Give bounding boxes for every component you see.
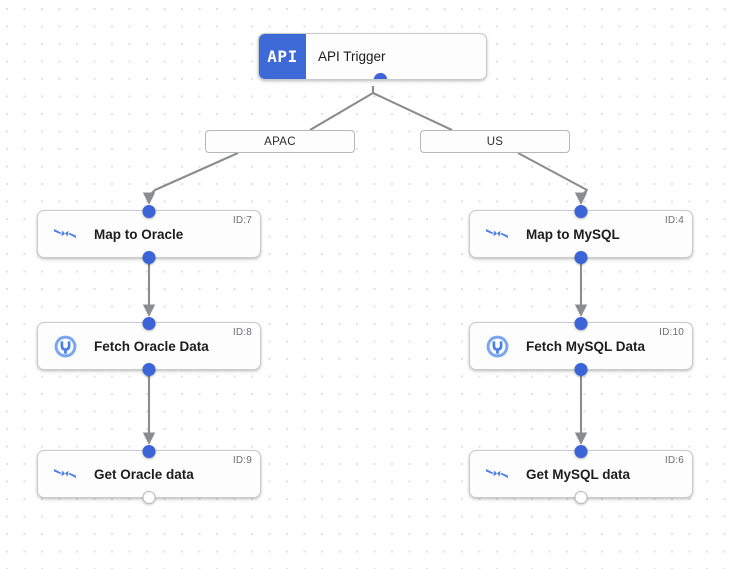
- merge-arrows-icon: [52, 221, 78, 247]
- port-out-get-mysql-data[interactable]: [574, 490, 588, 504]
- api-trigger-label: API Trigger: [318, 49, 386, 64]
- node-get-mysql-data[interactable]: Get MySQL data ID:6: [469, 444, 693, 504]
- node-get-oracle-data[interactable]: Get Oracle data ID:9: [37, 444, 261, 504]
- merge-arrows-icon: [484, 221, 510, 247]
- node-id-tag: ID:9: [232, 455, 252, 466]
- node-id-tag: ID:10: [659, 327, 684, 338]
- node-title: Get Oracle data: [94, 466, 194, 482]
- database-plug-icon: [52, 333, 78, 359]
- edge-apac-to-map-oracle: [142, 152, 239, 205]
- node-fetch-mysql-data[interactable]: Fetch MySQL Data ID:10: [469, 316, 693, 376]
- edge-trigger-to-us: [371, 86, 453, 131]
- node-id-tag: ID:7: [232, 215, 252, 226]
- port-out-map-to-mysql[interactable]: [574, 250, 588, 264]
- database-plug-icon: [484, 333, 510, 359]
- node-map-to-mysql[interactable]: Map to MySQL ID:4: [469, 204, 693, 264]
- port-in-get-mysql-data[interactable]: [574, 444, 588, 458]
- node-title: Fetch MySQL Data: [526, 338, 646, 354]
- merge-arrows-icon: [484, 461, 510, 487]
- api-badge-icon: API: [259, 34, 306, 79]
- port-in-get-oracle-data[interactable]: [142, 444, 156, 458]
- edge-us-to-map-mysql: [517, 152, 589, 205]
- port-in-fetch-mysql-data[interactable]: [574, 316, 588, 330]
- port-out-map-to-oracle[interactable]: [142, 250, 156, 264]
- node-title: Get MySQL data: [526, 466, 631, 482]
- port-out-fetch-oracle-data[interactable]: [142, 362, 156, 376]
- edge-trigger-to-apac: [309, 86, 375, 131]
- branch-label-us[interactable]: US: [420, 130, 570, 153]
- port-in-fetch-oracle-data[interactable]: [142, 316, 156, 330]
- port-out-fetch-mysql-data[interactable]: [574, 362, 588, 376]
- branch-label-apac-text: APAC: [264, 135, 296, 148]
- branch-label-us-text: US: [486, 135, 504, 148]
- port-out-api-trigger[interactable]: [374, 72, 387, 79]
- node-title: Map to Oracle: [94, 226, 184, 242]
- node-id-tag: ID:6: [664, 455, 684, 466]
- node-fetch-oracle-data[interactable]: Fetch Oracle Data ID:8: [37, 316, 261, 376]
- port-in-map-to-oracle[interactable]: [142, 204, 156, 218]
- node-id-tag: ID:8: [232, 327, 252, 338]
- node-id-tag: ID:4: [664, 215, 684, 226]
- node-title: Fetch Oracle Data: [94, 338, 209, 354]
- node-map-to-oracle[interactable]: Map to Oracle ID:7: [37, 204, 261, 264]
- port-out-get-oracle-data[interactable]: [142, 490, 156, 504]
- node-api-trigger[interactable]: API API Trigger: [258, 33, 487, 80]
- port-in-map-to-mysql[interactable]: [574, 204, 588, 218]
- merge-arrows-icon: [52, 461, 78, 487]
- branch-label-apac[interactable]: APAC: [205, 130, 355, 153]
- node-title: Map to MySQL: [526, 226, 620, 242]
